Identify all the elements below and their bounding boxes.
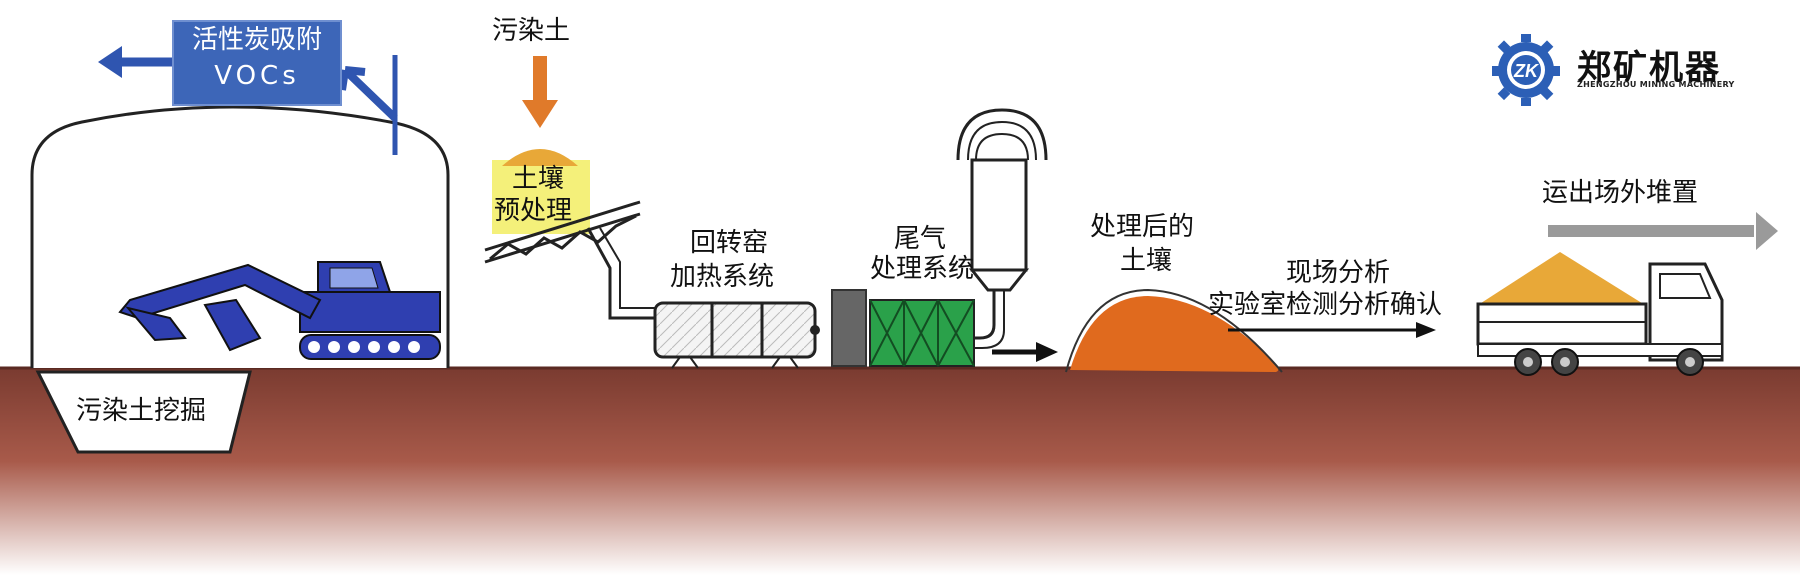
activated-carbon-box: 活性炭吸附 VOCs <box>172 20 342 106</box>
exhaust-label-line2: 处理系统 <box>870 254 975 284</box>
treated-soil-outline <box>1065 288 1283 373</box>
feed-arrow-head <box>522 100 558 128</box>
feed-chute <box>586 227 660 320</box>
excavator-icon <box>118 261 441 360</box>
transport-arrow-head <box>1756 212 1778 250</box>
analysis-arrow-head <box>1416 322 1436 338</box>
treated-soil-label-line1: 处理后的 <box>1090 212 1195 242</box>
logo-subtitle: ZHENGZHOU MINING MACHINERY <box>1577 80 1735 89</box>
zk-gear-logo-icon: ZK <box>1492 34 1560 106</box>
rotary-kiln-icon <box>653 301 820 369</box>
conveyor-truss <box>484 200 641 264</box>
rotary-kiln-label-line1: 回转窑 <box>690 228 769 258</box>
activated-carbon-label: 活性炭吸附 <box>191 25 322 55</box>
excavation-pit <box>35 370 252 454</box>
ground <box>0 368 1800 575</box>
contaminated-soil-label: 污染土 <box>492 16 571 46</box>
vocs-label: VOCs <box>214 61 300 91</box>
logo-name: 郑矿机器 <box>1577 48 1721 88</box>
voc-arrow-into-box <box>338 66 398 121</box>
excavation-label: 污染土挖掘 <box>76 396 207 426</box>
pretreatment-label-line1: 土壤 <box>512 164 565 194</box>
exhaust-treatment-box <box>869 299 975 367</box>
dump-truck-icon <box>1476 252 1724 376</box>
feed-chute-inner <box>599 227 660 309</box>
voc-arrow-out-head <box>98 46 122 78</box>
exhaust-label-line1: 尾气 <box>894 224 947 254</box>
analysis-label-line1: 现场分析 <box>1286 258 1391 288</box>
pretreatment-label-line2: 预处理 <box>494 196 573 226</box>
treated-soil-mound <box>1070 296 1279 372</box>
svg-text:ZK: ZK <box>1513 61 1540 81</box>
cyclone-icon <box>956 108 1048 349</box>
rotary-kiln-label-line2: 加热系统 <box>670 262 775 292</box>
treated-soil-label-line2: 土壤 <box>1120 246 1173 276</box>
output-arrow-head <box>1036 342 1058 362</box>
analysis-label-line2: 实验室检测分析确认 <box>1208 290 1443 320</box>
kiln-outlet <box>831 289 867 367</box>
transport-arrow-shaft <box>1548 225 1754 237</box>
pretreatment-soil-pile <box>502 149 578 166</box>
transport-label: 运出场外堆置 <box>1542 178 1699 208</box>
feed-arrow-shaft <box>533 56 547 104</box>
